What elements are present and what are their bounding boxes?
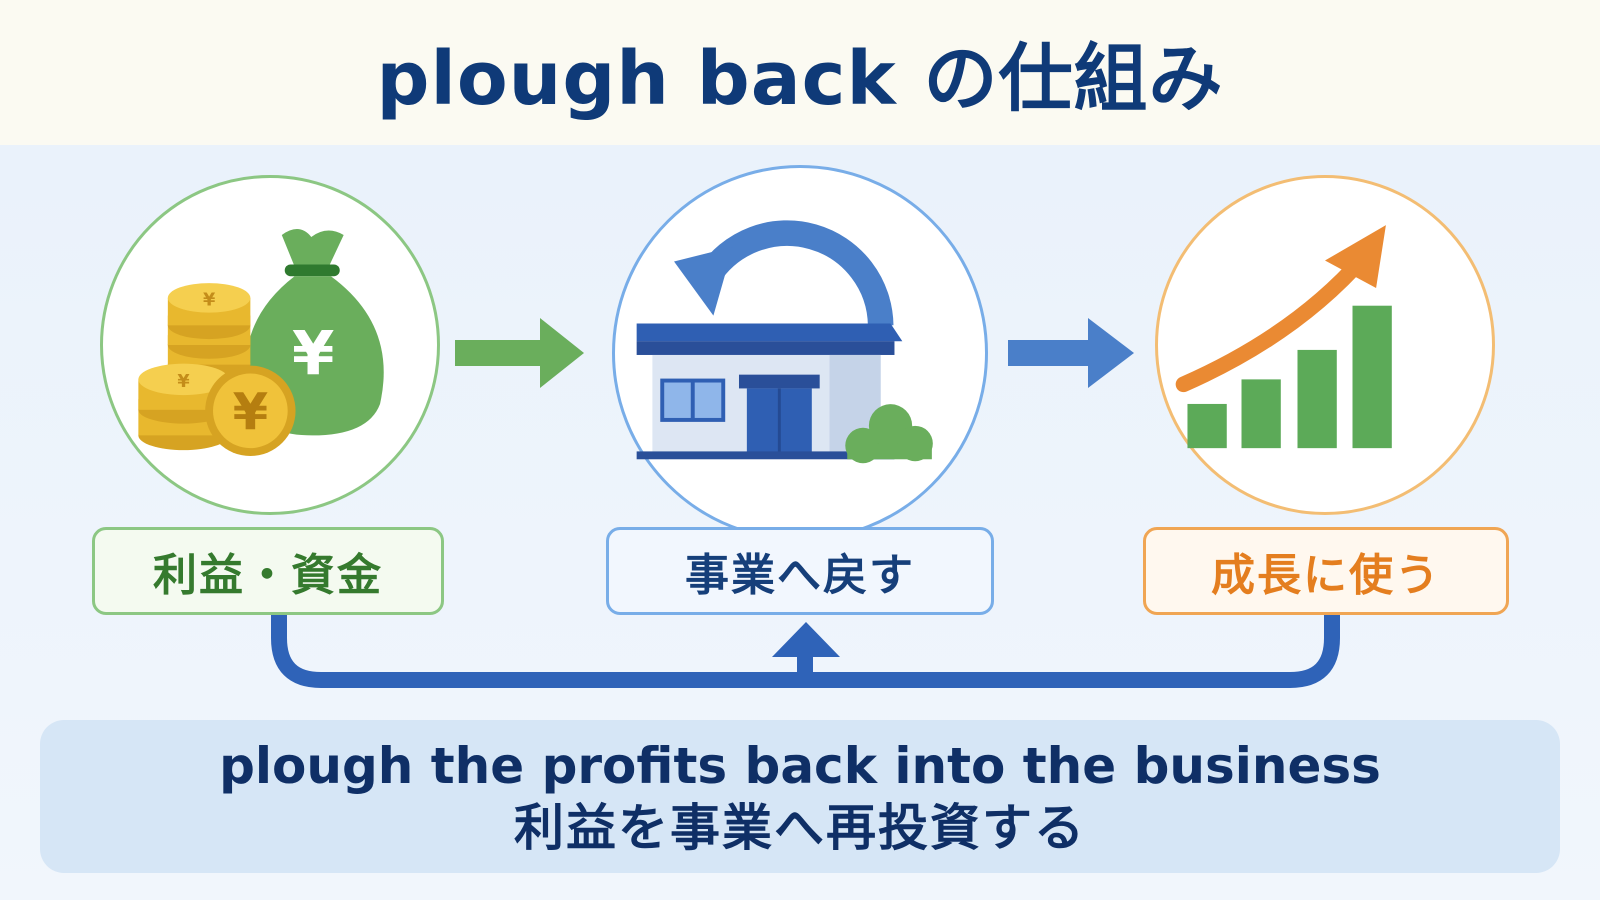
step-label-return-to-business: 事業へ戻す bbox=[606, 527, 994, 615]
page-title: plough back の仕組み bbox=[376, 36, 1224, 122]
svg-text:¥: ¥ bbox=[177, 372, 190, 392]
growth-circle bbox=[1155, 175, 1495, 515]
svg-text:¥: ¥ bbox=[292, 318, 334, 389]
svg-text:¥: ¥ bbox=[203, 291, 216, 311]
svg-text:¥: ¥ bbox=[233, 383, 269, 442]
step-label-profit-funds: 利益・資金 bbox=[92, 527, 444, 615]
store-circle bbox=[612, 165, 988, 541]
step-label-use-for-growth: 成長に使う bbox=[1143, 527, 1509, 615]
yen-money-bag-coins-icon: ¥ ¥ ¥ ¥ bbox=[138, 229, 384, 457]
phrase-box: plough the profits back into the busines… bbox=[40, 720, 1560, 873]
header-band bbox=[0, 0, 1600, 145]
money-circle: ¥ ¥ ¥ ¥ bbox=[100, 175, 440, 515]
store-cycle-arrow-icon bbox=[636, 220, 933, 464]
phrase-japanese: 利益を事業へ再投資する bbox=[514, 798, 1086, 857]
phrase-english: plough the profits back into the busines… bbox=[219, 736, 1381, 795]
growth-bar-chart-icon bbox=[1175, 225, 1392, 449]
